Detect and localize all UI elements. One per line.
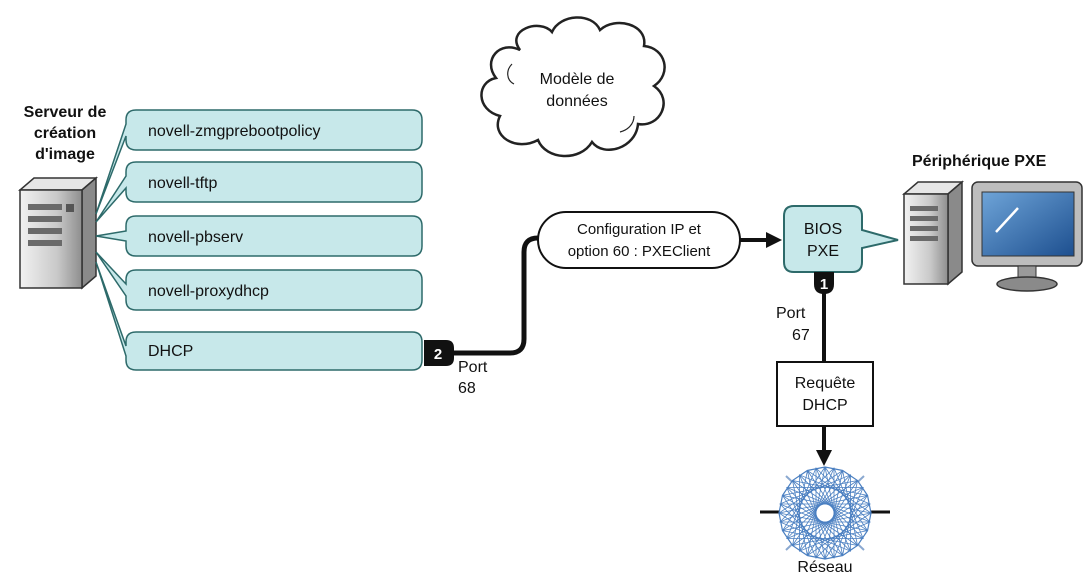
- service-callout-pbserv: novell-pbserv: [95, 215, 423, 257]
- service-label-zmgprebootpolicy: novell-zmgprebootpolicy: [148, 123, 321, 140]
- port68-connector-line: [426, 235, 539, 356]
- imaging-server-icon: [17, 176, 99, 290]
- bios-line1: BIOS: [804, 221, 842, 238]
- server-title-line1: Serveur de: [24, 104, 107, 121]
- reply-line2: option 60 : PXEClient: [568, 243, 711, 260]
- service-label-pbserv: novell-pbserv: [148, 229, 243, 246]
- reply-arrow-head: [766, 232, 782, 248]
- cloud-label-line2: données: [546, 93, 607, 110]
- network-label: Réseau: [797, 559, 852, 576]
- step-2-badge: 2: [424, 340, 454, 366]
- pxe-reply-bubble: Configuration IP et option 60 : PXEClien…: [537, 211, 741, 269]
- server-title-line3: d'image: [35, 146, 95, 163]
- request-line1: Requête: [795, 375, 856, 392]
- network-icon: [760, 466, 890, 560]
- service-label-tftp: novell-tftp: [148, 175, 217, 192]
- pxe-monitor-icon: [971, 181, 1083, 292]
- service-callout-tftp: novell-tftp: [95, 161, 423, 223]
- step-2-label: 2: [434, 346, 442, 363]
- bios-line2: PXE: [807, 243, 839, 260]
- dhcp-request-box: Requête DHCP: [776, 361, 874, 427]
- pxe-device-title: Périphérique PXE: [912, 153, 1047, 170]
- port68-line2: 68: [458, 380, 476, 397]
- step-1-label: 1: [820, 276, 828, 293]
- bios-pxe-callout: BIOS PXE: [783, 205, 899, 273]
- reply-line1: Configuration IP et: [577, 221, 702, 238]
- service-callout-proxydhcp: novell-proxydhcp: [95, 251, 423, 311]
- port67-line2: 67: [792, 327, 810, 344]
- port67-line1: Port: [776, 305, 806, 322]
- service-label-proxydhcp: novell-proxydhcp: [148, 283, 269, 300]
- data-model-cloud: Modèle de données: [480, 16, 666, 158]
- server-title-line2: création: [34, 125, 96, 142]
- port68-line1: Port: [458, 359, 488, 376]
- service-label-dhcp: DHCP: [148, 343, 193, 360]
- request-arrow-head: [816, 450, 832, 466]
- step-1-badge: 1: [814, 272, 834, 294]
- service-callout-dhcp: DHCP: [95, 261, 423, 371]
- cloud-label-line1: Modèle de: [540, 71, 615, 88]
- service-callout-zmgprebootpolicy: novell-zmgprebootpolicy: [95, 109, 423, 215]
- request-line2: DHCP: [802, 397, 847, 414]
- pxe-tower-icon: [901, 180, 965, 286]
